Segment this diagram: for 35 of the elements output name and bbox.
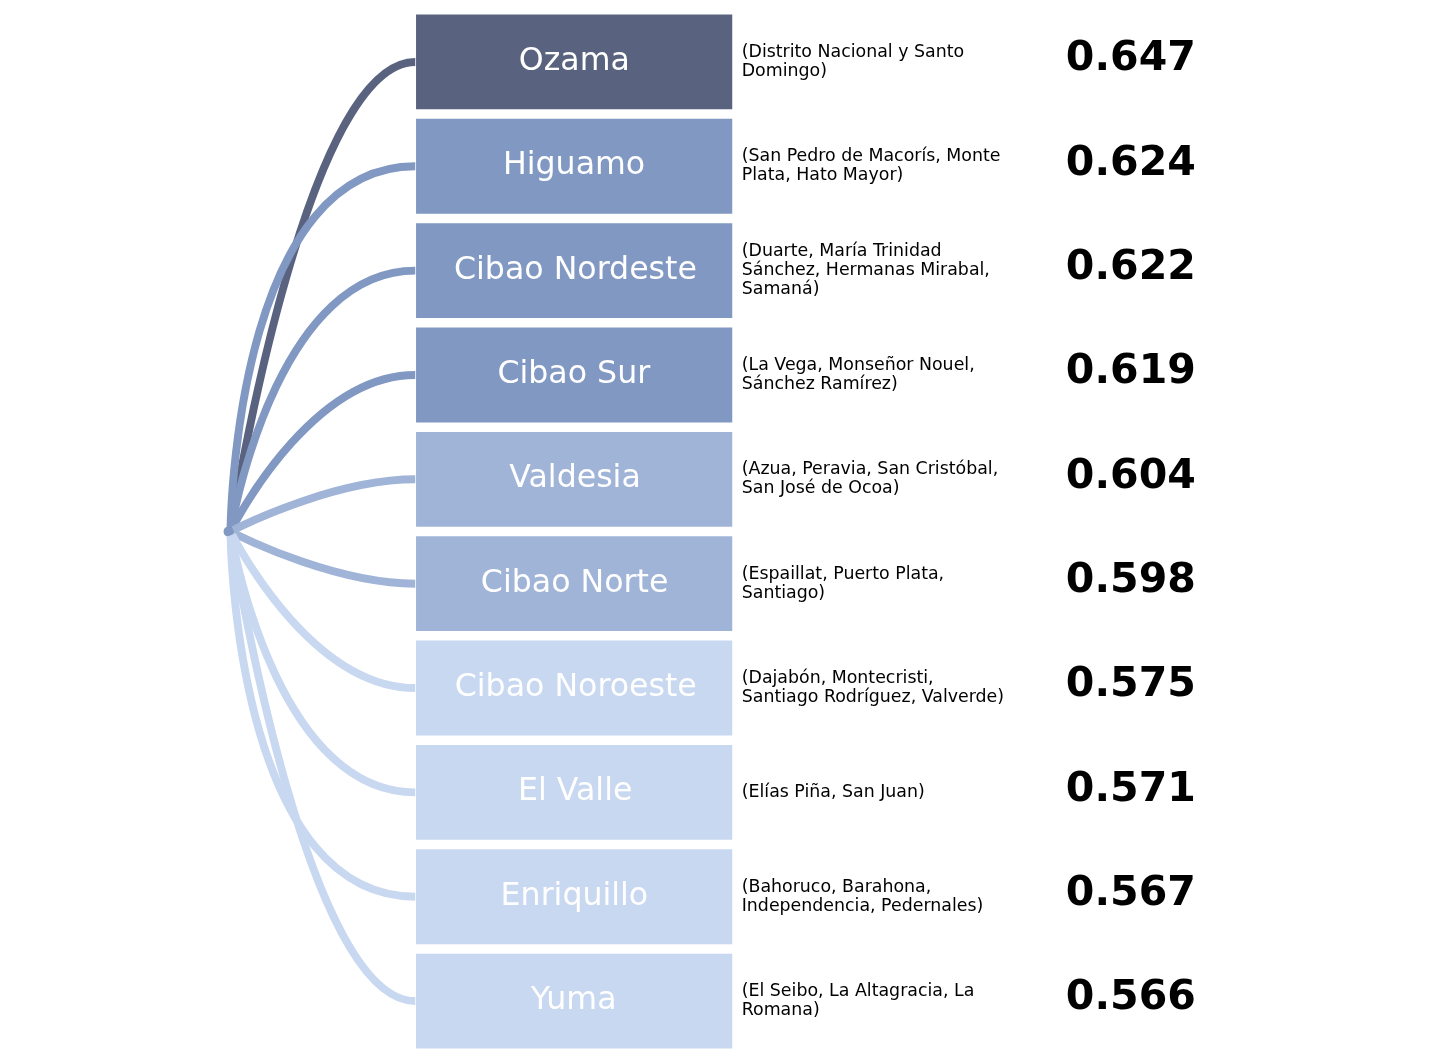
node-label: 0.624 bbox=[1065, 136, 1196, 185]
node-label: (Azua, Peravia, San Cristóbal, San José de Ocoa) bbox=[741, 458, 999, 498]
node-label: (Dajabón, Montecristi, Santiago Rodríguez, Valverde) bbox=[741, 666, 1005, 706]
node-box: Cibao Norte bbox=[416, 536, 733, 632]
connector bbox=[228, 371, 416, 531]
node-box: Higuamo bbox=[416, 118, 733, 214]
node-label: 0.575 bbox=[1065, 658, 1196, 707]
node-box: Cibao Sur bbox=[416, 327, 733, 423]
node-label: 0.571 bbox=[1065, 762, 1196, 811]
node-label: (Elías Piña, San Juan) bbox=[741, 780, 925, 801]
connector bbox=[226, 535, 416, 901]
node-label: 0.566 bbox=[1065, 971, 1196, 1020]
node-label: (Bahoruco, Barahona, Independencia, Pedernales) bbox=[741, 875, 984, 915]
node-label: 0.598 bbox=[1065, 554, 1196, 603]
connector bbox=[226, 162, 416, 528]
connector bbox=[227, 266, 416, 529]
node-label: (El Seibo, La Altagracia, La Romana) bbox=[741, 980, 975, 1019]
node-label: 0.604 bbox=[1065, 449, 1196, 498]
node-box: Cibao Nordeste bbox=[416, 223, 733, 319]
connector bbox=[231, 475, 416, 534]
node-label: 0.567 bbox=[1065, 867, 1196, 916]
node-point bbox=[223, 526, 235, 537]
node-label: (Duarte, María Trinidad Sánchez, Hermanas Mirabal, Samaná) bbox=[741, 240, 990, 299]
node-label: (San Pedro de Macorís, Monte Plata, Hato Mayor) bbox=[741, 145, 1001, 185]
connector bbox=[231, 529, 416, 588]
node-label: 0.619 bbox=[1065, 345, 1196, 394]
node-label: 0.622 bbox=[1065, 241, 1196, 290]
node-label: (La Vega, Monseñor Nouel, Sánchez Ramírez) bbox=[741, 353, 975, 393]
connector bbox=[227, 534, 417, 1005]
connector bbox=[227, 58, 417, 529]
node-box: Ozama bbox=[416, 14, 733, 110]
node-label: (Distrito Nacional y Santo Domingo) bbox=[741, 40, 965, 80]
node-label: 0.647 bbox=[1065, 32, 1196, 81]
node-label: (Espaillat, Puerto Plata, Santiago) bbox=[741, 562, 945, 602]
node-box: Valdesia bbox=[416, 431, 733, 527]
